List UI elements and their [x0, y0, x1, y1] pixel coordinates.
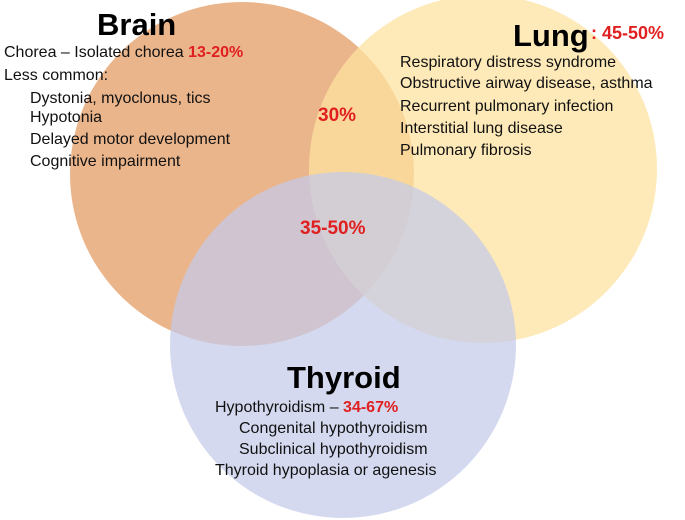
brain-title: Brain — [97, 7, 177, 42]
lung-item: Interstitial lung disease — [400, 120, 563, 137]
thyroid-hypo-text: Hypothyroidism – — [215, 399, 344, 416]
lung-item: Respiratory distress syndrome — [400, 54, 617, 71]
lung-title: Lung — [513, 18, 589, 53]
brain-item: Dystonia, myoclonus, tics — [30, 90, 211, 107]
thyroid-hypo-line: Hypothyroidism – 34-67% — [215, 400, 398, 416]
brain-chorea-line: Chorea – Isolated chorea 13-20% — [4, 45, 243, 61]
brain-less-common: Less common: — [4, 67, 109, 84]
brain-item: Hypotonia — [30, 109, 103, 126]
lung-pct: : 45-50% — [591, 23, 665, 43]
brain-chorea-pct: 13-20% — [188, 44, 244, 61]
thyroid-title: Thyroid — [287, 360, 401, 395]
thyroid-item: Congenital hypothyroidism — [239, 420, 428, 437]
lung-item: Pulmonary fibrosis — [400, 142, 532, 159]
thyroid-item: Thyroid hypoplasia or agenesis — [215, 462, 437, 479]
overlap-brain-lung-pct: 30% — [318, 105, 357, 126]
brain-item: Cognitive impairment — [30, 153, 181, 170]
lung-item: Obstructive airway disease, asthma — [400, 75, 653, 92]
thyroid-hypo-pct: 34-67% — [343, 399, 399, 416]
overlap-all-three-pct: 35-50% — [300, 218, 366, 239]
brain-item: Delayed motor development — [30, 131, 231, 148]
thyroid-item: Subclinical hypothyroidism — [239, 441, 428, 458]
brain-chorea-text: Chorea – Isolated chorea — [4, 44, 189, 61]
lung-item: Recurrent pulmonary infection — [400, 98, 614, 115]
thyroid-circle — [170, 172, 516, 518]
